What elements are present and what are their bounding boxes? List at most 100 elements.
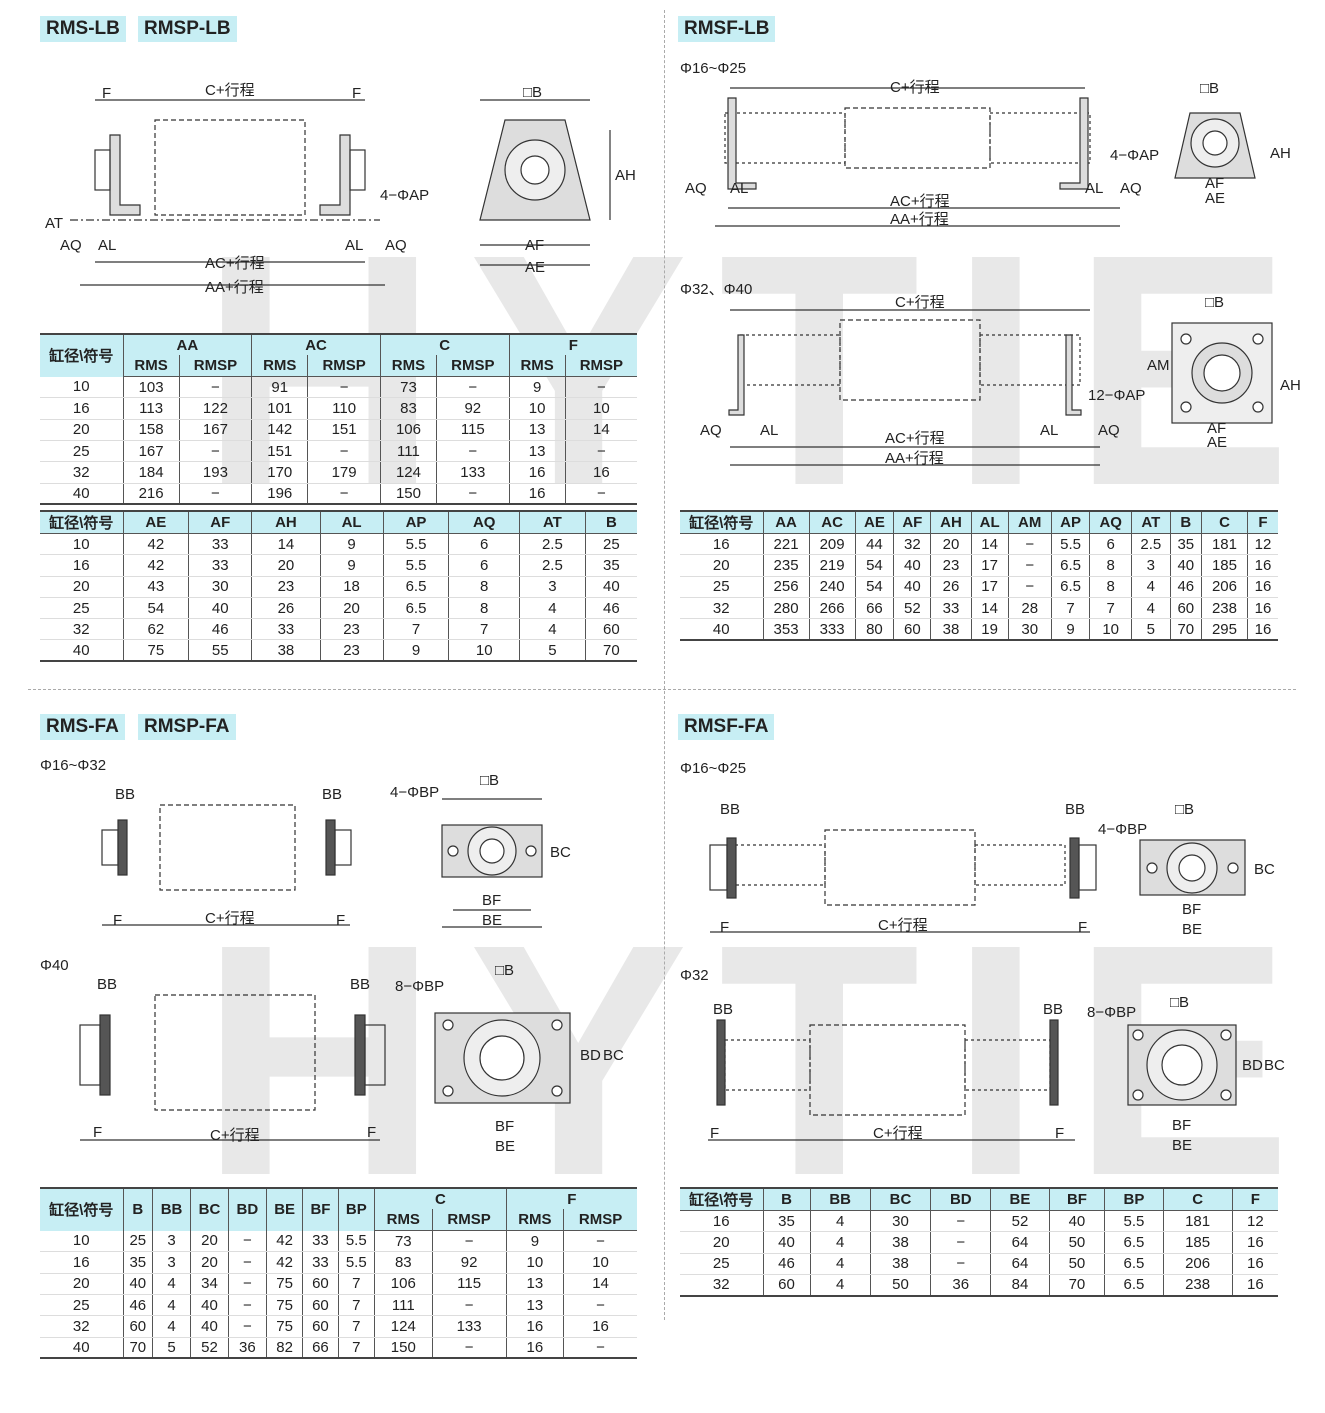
table-cell: 62 (123, 618, 190, 641)
table-cell: 20 (40, 419, 124, 441)
table-lb1-sub: RMS (509, 355, 566, 378)
table-cell: 16 (563, 1315, 637, 1338)
table-fa-header: BB (152, 1187, 191, 1231)
table-cell: 106 (374, 1273, 433, 1295)
table-cell: 54 (855, 554, 895, 577)
table-cell: 25 (40, 1294, 124, 1317)
fa2-bb-l: BB (97, 976, 117, 993)
table-cell: 26 (251, 597, 321, 620)
table-cell: 216 (123, 483, 180, 506)
table-column-header: AE (123, 510, 190, 534)
rmsf-lb2-af: AF (1207, 420, 1226, 437)
table-cell: 4 (810, 1210, 871, 1233)
rmsf-fa2-bf: BF (1172, 1117, 1191, 1134)
table-cell: 240 (809, 576, 856, 598)
table-cell: 238 (1163, 1274, 1233, 1297)
table-cell: 256 (763, 576, 810, 598)
table-cell: 28 (1008, 597, 1052, 620)
table-column-header: AF (893, 510, 932, 534)
table-cell: 40 (40, 483, 124, 506)
table-cell: − (307, 376, 381, 399)
table-lb-1: 缸径\符号 AA AC C F RMS RMSP RMS RMSP RMS RM… (40, 332, 637, 506)
rmsf-lb2-ae: AE (1207, 434, 1227, 451)
table-lb1-group: F (509, 332, 637, 356)
table-lb1-sub: RMS (123, 355, 180, 378)
table-cell: 111 (374, 1294, 433, 1317)
fa-sub1: Φ16~Φ32 (40, 757, 107, 774)
rmsf-fa2-f-l: F (710, 1125, 719, 1142)
table-cell: 42 (123, 554, 190, 577)
table-cell: 110 (307, 397, 381, 420)
table-cell: − (930, 1231, 992, 1254)
rmsf-lb1-ac-stroke: AC+行程 (890, 193, 950, 210)
table-cell: 14 (565, 419, 637, 441)
table-cell: 46 (585, 597, 637, 620)
fa2-bd: BD (580, 1047, 601, 1064)
table-column-header: B (585, 510, 637, 534)
table-cell: 30 (1008, 618, 1052, 641)
rmsf-lb2-al: AL (760, 422, 778, 439)
table-cell: 5 (519, 639, 586, 663)
rmsf-lb1-b: □B (1200, 80, 1219, 97)
table-cell: 16 (680, 533, 764, 556)
table-column-header: AP (1051, 510, 1091, 534)
rmsf-lb2-al-r: AL (1040, 422, 1058, 439)
table-cell: 170 (251, 461, 309, 484)
rmsf-lb2-aq-r: AQ (1098, 422, 1120, 439)
fa2-bb-r: BB (350, 976, 370, 993)
rmsf-fa2-be: BE (1172, 1137, 1192, 1154)
table-cell: 13 (509, 419, 566, 441)
table-column-header: BP (1104, 1187, 1164, 1211)
table-cell: 8 (448, 576, 521, 598)
rmsf-lb-sub1: Φ16~Φ25 (680, 60, 747, 77)
table-cell: 25 (123, 1230, 154, 1253)
table-cell: 16 (509, 461, 566, 484)
table-lb1-corner: 缸径\符号 (40, 333, 124, 377)
table-cell: 36 (930, 1274, 992, 1297)
table-cell: 4 (519, 618, 586, 641)
table-cell: 8 (448, 597, 521, 620)
lb-f-right: F (352, 85, 361, 102)
table-cell: 5.5 (383, 533, 450, 556)
fa1-f-r: F (336, 912, 345, 929)
table-cell: 60 (893, 618, 932, 641)
table-cell: − (307, 483, 381, 506)
table-cell: 40 (40, 639, 124, 663)
table-cell: 20 (40, 576, 124, 598)
table-lb1-sub: RMSP (436, 355, 510, 378)
rmsf-lb2-aq: AQ (700, 422, 722, 439)
table-cell: 92 (432, 1251, 507, 1274)
table-cell: 60 (763, 1274, 811, 1297)
table-cell: 75 (266, 1315, 304, 1338)
rmsf-lb-drawing-2: C+行程 AC+行程 AA+行程 AQ AL AL AQ 12−ΦAP □B A… (680, 294, 1320, 475)
table-cell: 20 (930, 533, 972, 556)
table-fa-header: BC (190, 1187, 229, 1231)
table-cell: 4 (152, 1294, 191, 1317)
table-cell: 10 (40, 1230, 124, 1253)
rmsf-fa1-b: □B (1175, 801, 1194, 818)
table-cell: 70 (1049, 1274, 1106, 1297)
table-cell: 184 (123, 461, 180, 484)
table-cell: 70 (123, 1337, 154, 1360)
table-cell: 84 (990, 1274, 1050, 1297)
rmsf-fa1-bc: BC (1254, 861, 1275, 878)
table-column-header: C (1201, 510, 1249, 534)
table-lb1-sub: RMS (380, 355, 438, 378)
table-cell: 20 (190, 1251, 229, 1274)
table-cell: 13 (506, 1294, 565, 1317)
rmsf-fa2-bd: BD (1242, 1057, 1263, 1074)
table-cell: 40 (188, 597, 253, 620)
table-cell: 20 (190, 1230, 229, 1253)
table-cell: 20 (680, 554, 764, 577)
table-column-header: BB (810, 1187, 871, 1211)
table-cell: 16 (1247, 554, 1278, 577)
